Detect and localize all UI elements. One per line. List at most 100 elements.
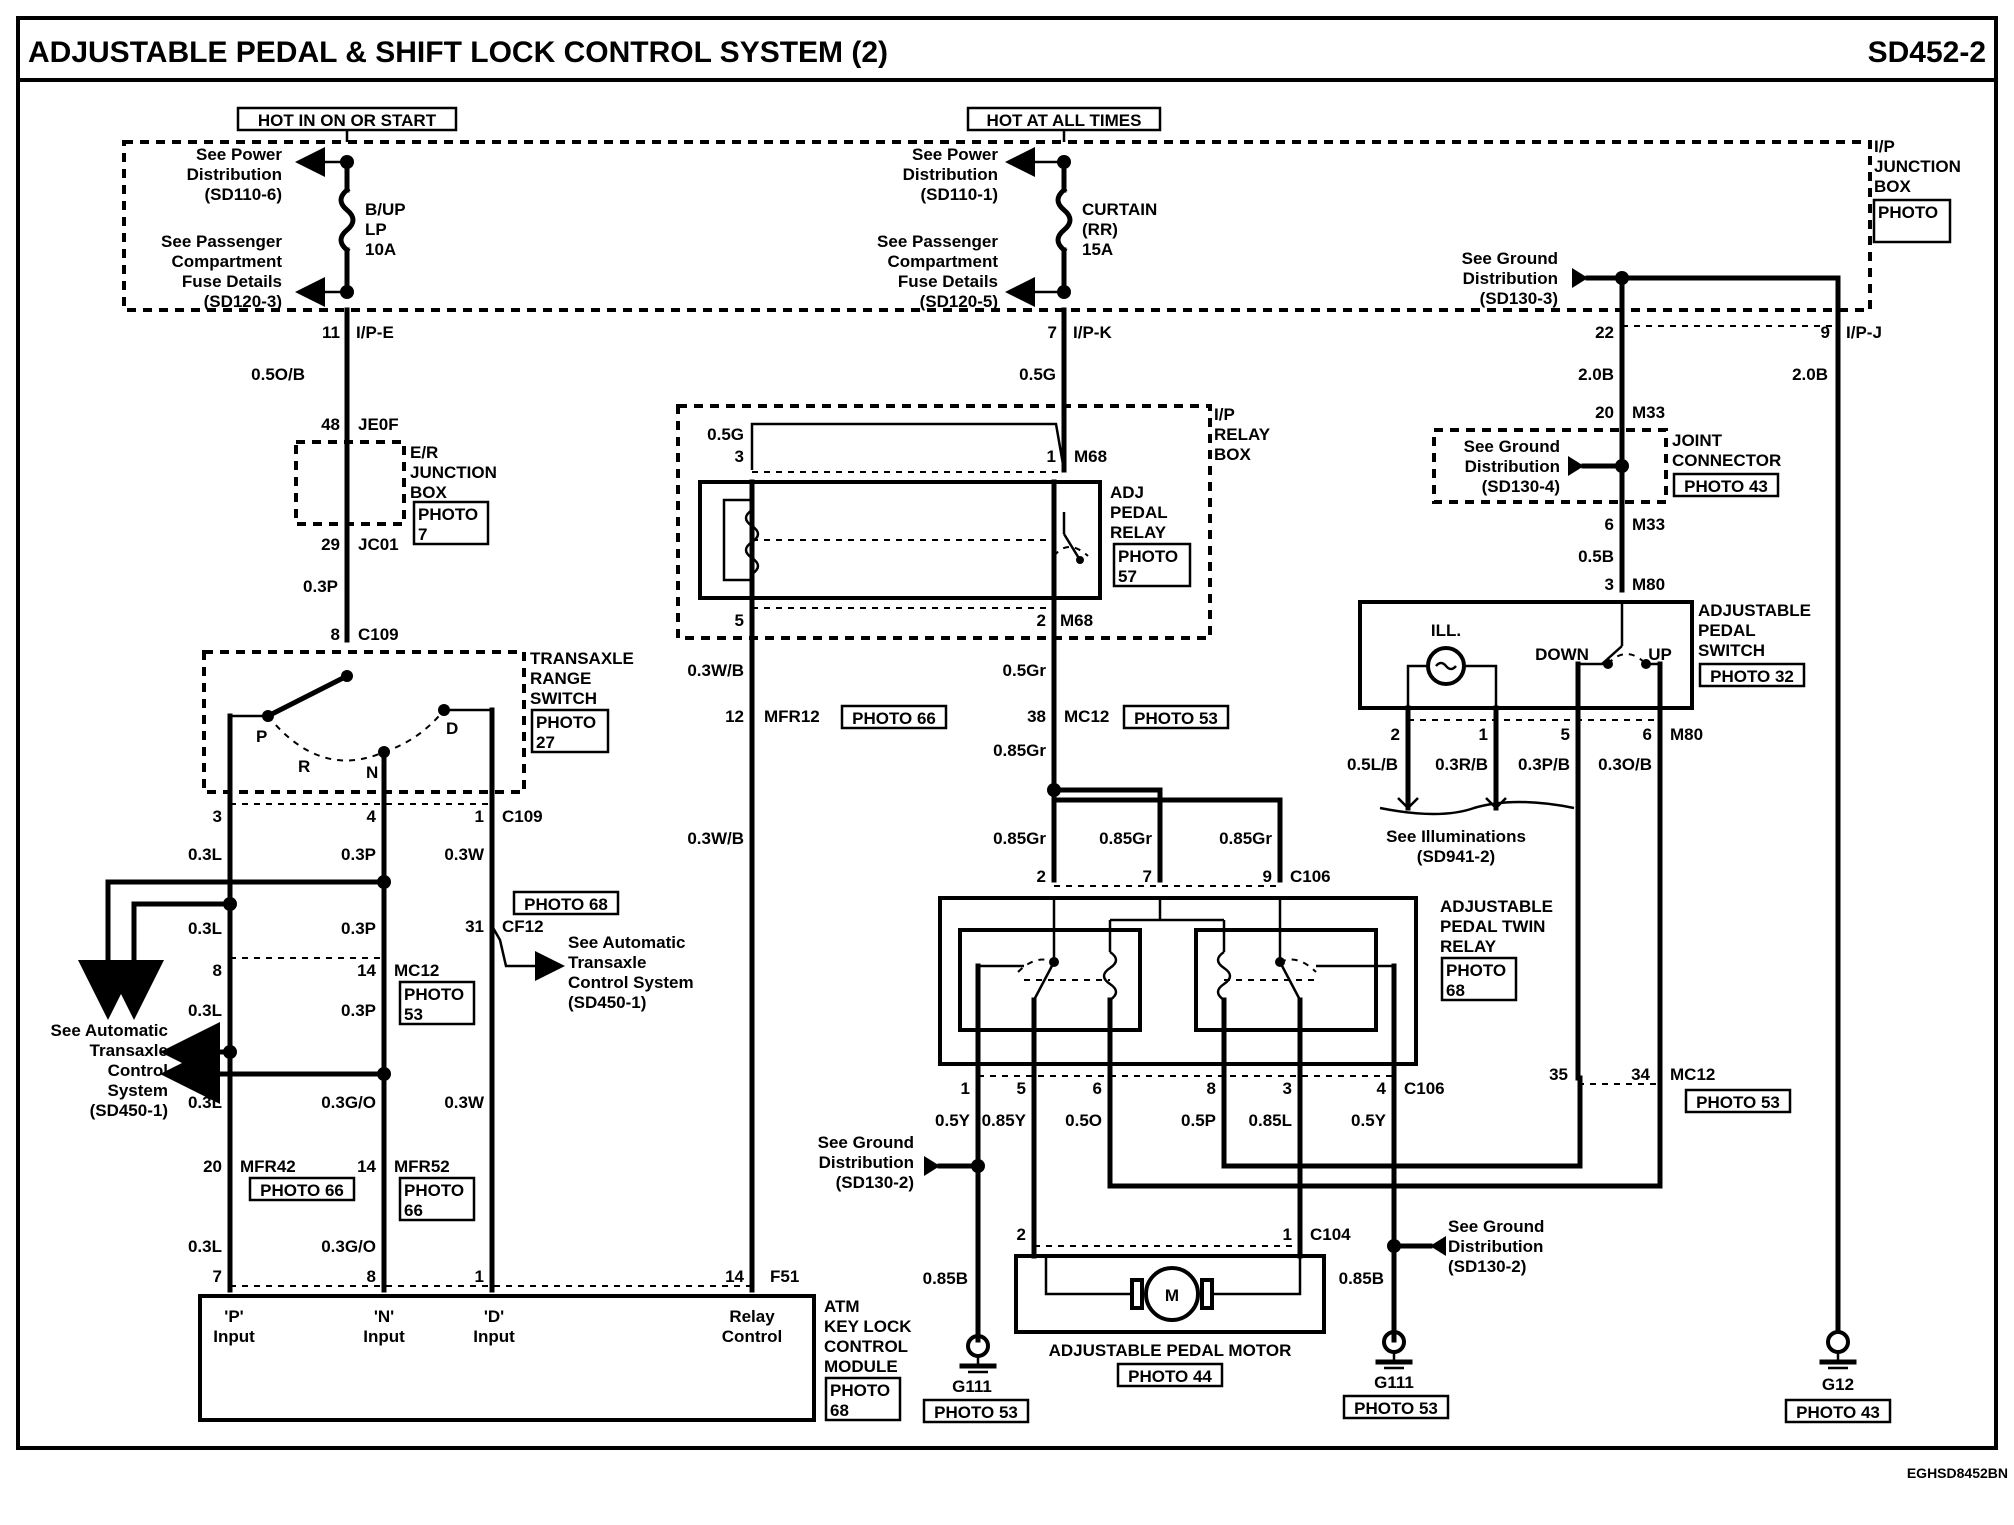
atm-key-lock-control-module: 'P' Input 'N' Input 'D' Input Relay Cont… bbox=[198, 1294, 912, 1422]
svg-text:System: System bbox=[108, 1081, 168, 1100]
svg-text:CF12: CF12 bbox=[502, 917, 544, 936]
svg-text:See Ground: See Ground bbox=[818, 1133, 914, 1152]
svg-text:JOINT: JOINT bbox=[1672, 431, 1723, 450]
svg-text:Compartment: Compartment bbox=[171, 252, 282, 271]
svg-text:CONTROL: CONTROL bbox=[824, 1337, 908, 1356]
svg-text:1: 1 bbox=[475, 807, 484, 826]
svg-text:B/UP: B/UP bbox=[365, 200, 406, 219]
svg-text:8: 8 bbox=[367, 1267, 376, 1286]
svg-text:9: 9 bbox=[1821, 323, 1830, 342]
svg-text:UP: UP bbox=[1648, 645, 1672, 664]
svg-text:E/R: E/R bbox=[410, 443, 438, 462]
ground-distribution-g111a: See Ground Distribution (SD130-2) bbox=[818, 1133, 914, 1192]
svg-text:2: 2 bbox=[1391, 725, 1400, 744]
svg-text:4: 4 bbox=[1377, 1079, 1387, 1098]
svg-text:22: 22 bbox=[1595, 323, 1614, 342]
ground-g111a: G111 PHOTO 53 bbox=[922, 1334, 1030, 1424]
svg-text:7: 7 bbox=[1143, 867, 1152, 886]
svg-text:C109: C109 bbox=[358, 625, 399, 644]
svg-text:CURTAIN: CURTAIN bbox=[1082, 200, 1157, 219]
svg-text:(SD120-3): (SD120-3) bbox=[204, 292, 282, 311]
adjustable-pedal-twin-relay: ADJUSTABLE PEDAL TWIN RELAY PHOTO 68 bbox=[938, 896, 1553, 1067]
svg-text:RELAY: RELAY bbox=[1214, 425, 1271, 444]
svg-text:JUNCTION: JUNCTION bbox=[410, 463, 497, 482]
svg-text:7: 7 bbox=[1048, 323, 1057, 342]
svg-text:35: 35 bbox=[1549, 1065, 1568, 1084]
svg-text:(SD130-4): (SD130-4) bbox=[1482, 477, 1560, 496]
svg-text:See Automatic: See Automatic bbox=[51, 1021, 168, 1040]
svg-text:Fuse Details: Fuse Details bbox=[182, 272, 282, 291]
svg-text:I/P-J: I/P-J bbox=[1846, 323, 1882, 342]
svg-text:14: 14 bbox=[725, 1267, 744, 1286]
svg-text:(SD110-1): (SD110-1) bbox=[921, 185, 998, 204]
svg-text:PHOTO 44: PHOTO 44 bbox=[1128, 1367, 1212, 1386]
svg-text:See Passenger: See Passenger bbox=[877, 232, 998, 251]
svg-text:(SD110-6): (SD110-6) bbox=[205, 185, 282, 204]
svg-text:1: 1 bbox=[961, 1079, 970, 1098]
svg-text:PHOTO 53: PHOTO 53 bbox=[1134, 709, 1218, 728]
svg-text:G111: G111 bbox=[952, 1377, 992, 1396]
svg-text:3: 3 bbox=[213, 807, 222, 826]
svg-text:PHOTO 53: PHOTO 53 bbox=[934, 1403, 1018, 1422]
svg-text:4: 4 bbox=[367, 807, 377, 826]
svg-text:Control: Control bbox=[108, 1061, 168, 1080]
svg-text:0.3W/B: 0.3W/B bbox=[687, 661, 744, 680]
svg-text:2: 2 bbox=[1037, 611, 1046, 630]
svg-text:RELAY: RELAY bbox=[1110, 523, 1167, 542]
svg-text:BOX: BOX bbox=[1214, 445, 1252, 464]
svg-text:20: 20 bbox=[203, 1157, 222, 1176]
svg-text:0.3L: 0.3L bbox=[188, 1237, 222, 1256]
svg-text:MODULE: MODULE bbox=[824, 1357, 898, 1376]
svg-text:34: 34 bbox=[1631, 1065, 1650, 1084]
svg-text:I/P: I/P bbox=[1874, 137, 1895, 156]
svg-text:C106: C106 bbox=[1290, 867, 1331, 886]
svg-text:JC01: JC01 bbox=[358, 535, 399, 554]
svg-text:3: 3 bbox=[1605, 575, 1614, 594]
svg-text:(SD120-5): (SD120-5) bbox=[920, 292, 998, 311]
svg-text:I/P-E: I/P-E bbox=[356, 323, 394, 342]
diagram-frame bbox=[16, 16, 1998, 1450]
svg-text:SWITCH: SWITCH bbox=[530, 689, 597, 708]
svg-text:Distribution: Distribution bbox=[1448, 1237, 1543, 1256]
svg-text:0.3P: 0.3P bbox=[341, 845, 376, 864]
svg-text:0.3L: 0.3L bbox=[188, 1093, 222, 1112]
svg-text:7: 7 bbox=[213, 1267, 222, 1286]
svg-text:PEDAL: PEDAL bbox=[1110, 503, 1168, 522]
svg-text:ILL.: ILL. bbox=[1431, 621, 1461, 640]
svg-text:BOX: BOX bbox=[410, 483, 448, 502]
svg-text:Input: Input bbox=[213, 1327, 255, 1346]
svg-text:68: 68 bbox=[830, 1401, 849, 1420]
svg-text:10A: 10A bbox=[365, 240, 396, 259]
svg-text:0.85Gr: 0.85Gr bbox=[1219, 829, 1272, 848]
svg-text:SWITCH: SWITCH bbox=[1698, 641, 1765, 660]
svg-text:MFR42: MFR42 bbox=[240, 1157, 296, 1176]
fuse-bup-lp: B/UP LP 10A See Power Distribution (SD11… bbox=[161, 130, 406, 311]
ground-g12: G12 PHOTO 43 bbox=[1784, 1330, 1892, 1424]
svg-text:I/P: I/P bbox=[1214, 405, 1235, 424]
ip-relay-box: I/P RELAY BOX bbox=[676, 404, 1271, 640]
svg-text:Distribution: Distribution bbox=[819, 1153, 914, 1172]
ground-g111b: G111 PHOTO 53 bbox=[1342, 1330, 1450, 1420]
svg-text:0.3W: 0.3W bbox=[444, 1093, 485, 1112]
svg-text:0.3G/O: 0.3G/O bbox=[321, 1093, 376, 1112]
svg-text:14: 14 bbox=[357, 1157, 376, 1176]
svg-text:CONNECTOR: CONNECTOR bbox=[1672, 451, 1781, 470]
svg-text:(SD450-1): (SD450-1) bbox=[90, 1101, 168, 1120]
svg-text:ATM: ATM bbox=[824, 1297, 860, 1316]
svg-text:Distribution: Distribution bbox=[903, 165, 998, 184]
svg-text:0.3R/B: 0.3R/B bbox=[1435, 755, 1488, 774]
svg-text:RELAY: RELAY bbox=[1440, 937, 1497, 956]
svg-text:0.3O/B: 0.3O/B bbox=[1598, 755, 1652, 774]
see-illuminations: See Illuminations (SD941-2) bbox=[1386, 827, 1526, 866]
svg-text:PHOTO: PHOTO bbox=[830, 1381, 890, 1400]
svg-text:Transaxle: Transaxle bbox=[90, 1041, 168, 1060]
svg-text:57: 57 bbox=[1118, 567, 1137, 586]
joint-connector: See Ground Distribution (SD130-4) JOINT … bbox=[1432, 428, 1781, 504]
adj-pedal-relay: ADJ PEDAL RELAY PHOTO 57 bbox=[698, 479, 1192, 601]
svg-text:(SD130-3): (SD130-3) bbox=[1480, 289, 1558, 308]
svg-text:0.85Gr: 0.85Gr bbox=[1099, 829, 1152, 848]
svg-text:29: 29 bbox=[321, 535, 340, 554]
svg-text:See Passenger: See Passenger bbox=[161, 232, 282, 251]
svg-text:0.85Gr: 0.85Gr bbox=[993, 741, 1046, 760]
